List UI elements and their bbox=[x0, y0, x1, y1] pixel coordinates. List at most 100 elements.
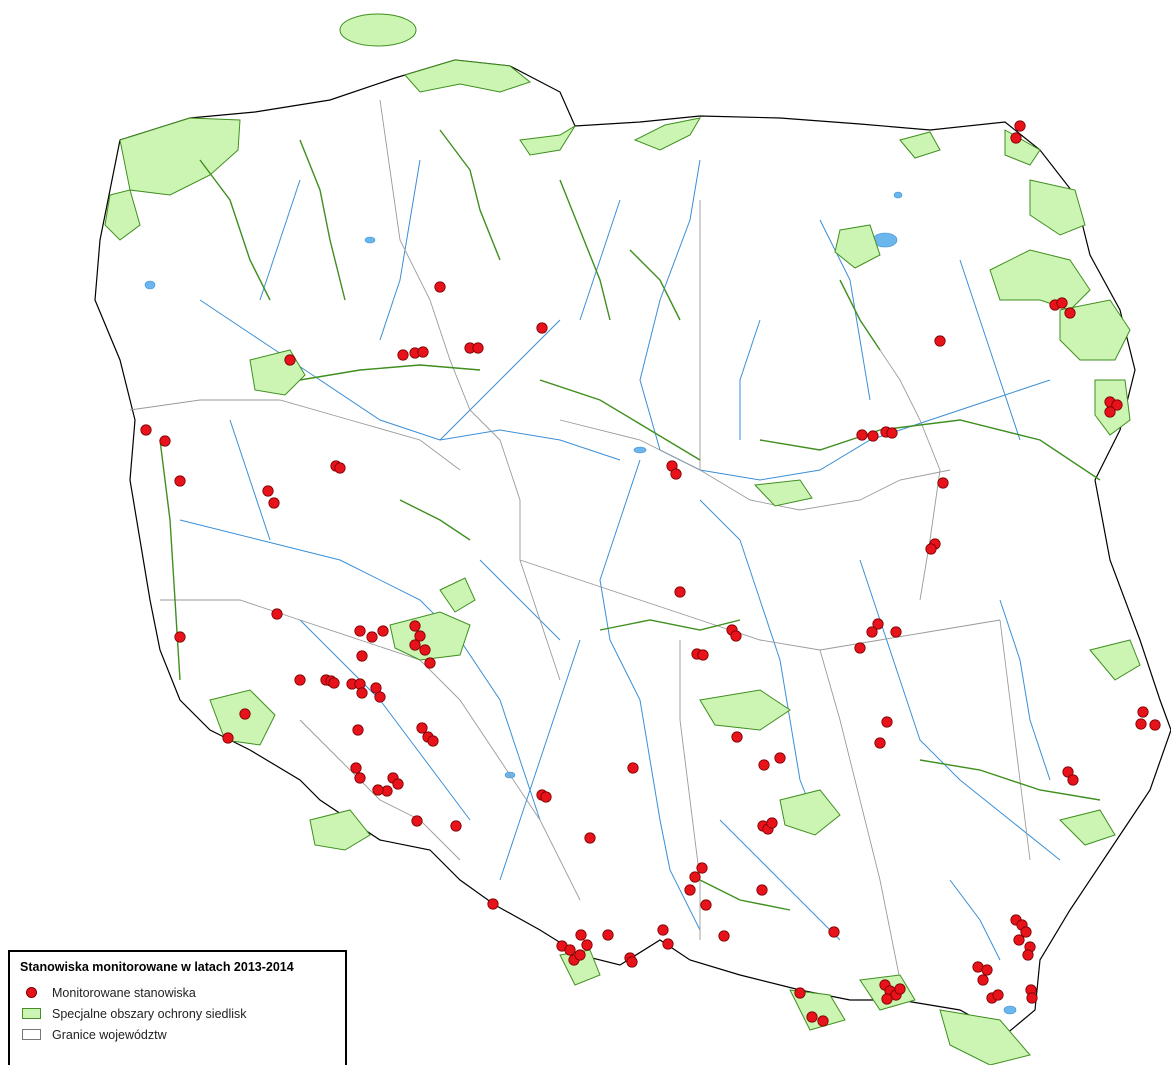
monitored-site-marker[interactable] bbox=[1013, 934, 1025, 946]
monitored-site-marker[interactable] bbox=[1064, 307, 1076, 319]
monitored-site-marker[interactable] bbox=[374, 691, 386, 703]
monitored-site-marker[interactable] bbox=[602, 929, 614, 941]
monitored-site-marker[interactable] bbox=[354, 772, 366, 784]
monitored-site-marker[interactable] bbox=[1020, 926, 1032, 938]
monitored-site-marker[interactable] bbox=[626, 956, 638, 968]
monitored-site-marker[interactable] bbox=[817, 1015, 829, 1027]
monitored-site-marker[interactable] bbox=[925, 543, 937, 555]
monitored-site-marker[interactable] bbox=[674, 586, 686, 598]
monitored-site-marker[interactable] bbox=[1062, 766, 1074, 778]
monitored-site-marker[interactable] bbox=[487, 898, 499, 910]
monitored-site-marker[interactable] bbox=[140, 424, 152, 436]
monitored-site-marker[interactable] bbox=[696, 862, 708, 874]
monitored-site-marker[interactable] bbox=[670, 468, 682, 480]
monitored-site-marker[interactable] bbox=[700, 899, 712, 911]
monitored-site-marker[interactable] bbox=[409, 620, 421, 632]
monitored-site-marker[interactable] bbox=[872, 618, 884, 630]
monitored-site-marker[interactable] bbox=[758, 759, 770, 771]
monitored-site-marker[interactable] bbox=[689, 871, 701, 883]
monitored-site-marker[interactable] bbox=[472, 342, 484, 354]
monitored-site-marker[interactable] bbox=[397, 349, 409, 361]
monitored-site-marker[interactable] bbox=[1010, 132, 1022, 144]
monitored-site-marker[interactable] bbox=[354, 678, 366, 690]
monitored-site-marker[interactable] bbox=[934, 335, 946, 347]
monitored-site-marker[interactable] bbox=[886, 427, 898, 439]
monitored-site-marker[interactable] bbox=[1111, 399, 1123, 411]
monitored-site-marker[interactable] bbox=[627, 762, 639, 774]
monitored-site-marker[interactable] bbox=[894, 983, 906, 995]
monitored-site-marker[interactable] bbox=[174, 475, 186, 487]
monitored-site-marker[interactable] bbox=[328, 677, 340, 689]
monitored-site-marker[interactable] bbox=[419, 644, 431, 656]
monitored-site-marker[interactable] bbox=[1149, 719, 1161, 731]
monitored-site-marker[interactable] bbox=[730, 630, 742, 642]
monitored-site-marker[interactable] bbox=[866, 626, 878, 638]
monitored-site-marker[interactable] bbox=[937, 477, 949, 489]
monitored-site-marker[interactable] bbox=[354, 625, 366, 637]
monitored-site-marker[interactable] bbox=[1104, 406, 1116, 418]
monitored-site-marker[interactable] bbox=[697, 649, 709, 661]
monitored-site-marker[interactable] bbox=[1137, 706, 1149, 718]
monitored-site-marker[interactable] bbox=[540, 791, 552, 803]
monitored-site-marker[interactable] bbox=[1014, 120, 1026, 132]
monitored-site-marker[interactable] bbox=[856, 429, 868, 441]
monitored-site-marker[interactable] bbox=[756, 884, 768, 896]
monitored-site-marker[interactable] bbox=[268, 497, 280, 509]
monitored-site-marker[interactable] bbox=[731, 731, 743, 743]
monitored-site-marker[interactable] bbox=[718, 930, 730, 942]
monitored-site-marker[interactable] bbox=[867, 430, 879, 442]
monitored-site-marker[interactable] bbox=[581, 939, 593, 951]
monitored-site-marker[interactable] bbox=[416, 722, 428, 734]
monitored-site-marker[interactable] bbox=[350, 762, 362, 774]
monitored-site-marker[interactable] bbox=[271, 608, 283, 620]
monitored-site-marker[interactable] bbox=[427, 735, 439, 747]
monitored-site-marker[interactable] bbox=[1026, 992, 1038, 1004]
monitored-site-marker[interactable] bbox=[774, 752, 786, 764]
monitored-site-marker[interactable] bbox=[262, 485, 274, 497]
monitored-site-marker[interactable] bbox=[174, 631, 186, 643]
monitored-site-marker[interactable] bbox=[890, 626, 902, 638]
monitored-site-marker[interactable] bbox=[854, 642, 866, 654]
monitored-site-marker[interactable] bbox=[662, 938, 674, 950]
monitored-site-marker[interactable] bbox=[434, 281, 446, 293]
monitored-site-marker[interactable] bbox=[1067, 774, 1079, 786]
monitored-site-marker[interactable] bbox=[536, 322, 548, 334]
monitored-site-marker[interactable] bbox=[294, 674, 306, 686]
monitored-site-marker[interactable] bbox=[794, 987, 806, 999]
monitored-site-marker[interactable] bbox=[414, 630, 426, 642]
monitored-site-marker[interactable] bbox=[981, 964, 993, 976]
monitored-site-marker[interactable] bbox=[575, 929, 587, 941]
monitored-site-marker[interactable] bbox=[411, 815, 423, 827]
monitored-site-marker[interactable] bbox=[352, 724, 364, 736]
monitored-site-marker[interactable] bbox=[584, 832, 596, 844]
monitored-site-marker[interactable] bbox=[424, 657, 436, 669]
monitored-site-marker[interactable] bbox=[372, 784, 384, 796]
monitored-site-marker[interactable] bbox=[881, 716, 893, 728]
monitored-site-marker[interactable] bbox=[574, 949, 586, 961]
monitored-site-marker[interactable] bbox=[417, 346, 429, 358]
monitored-site-marker[interactable] bbox=[806, 1011, 818, 1023]
monitored-site-marker[interactable] bbox=[239, 708, 251, 720]
monitored-site-marker[interactable] bbox=[366, 631, 378, 643]
monitored-site-marker[interactable] bbox=[992, 989, 1004, 1001]
monitored-site-marker[interactable] bbox=[564, 944, 576, 956]
monitored-site-marker[interactable] bbox=[657, 924, 669, 936]
monitored-site-marker[interactable] bbox=[159, 435, 171, 447]
monitored-site-marker[interactable] bbox=[392, 778, 404, 790]
monitored-site-marker[interactable] bbox=[356, 650, 368, 662]
monitored-site-marker[interactable] bbox=[1022, 949, 1034, 961]
monitored-site-marker[interactable] bbox=[874, 737, 886, 749]
monitored-site-marker[interactable] bbox=[828, 926, 840, 938]
monitored-site-marker[interactable] bbox=[409, 639, 421, 651]
monitored-site-marker[interactable] bbox=[684, 884, 696, 896]
monitored-site-marker[interactable] bbox=[881, 993, 893, 1005]
monitored-site-marker[interactable] bbox=[334, 462, 346, 474]
monitored-site-marker[interactable] bbox=[1135, 718, 1147, 730]
monitored-site-marker[interactable] bbox=[377, 625, 389, 637]
monitored-site-marker[interactable] bbox=[1056, 297, 1068, 309]
monitored-site-marker[interactable] bbox=[766, 817, 778, 829]
monitored-site-marker[interactable] bbox=[977, 974, 989, 986]
monitored-site-marker[interactable] bbox=[284, 354, 296, 366]
